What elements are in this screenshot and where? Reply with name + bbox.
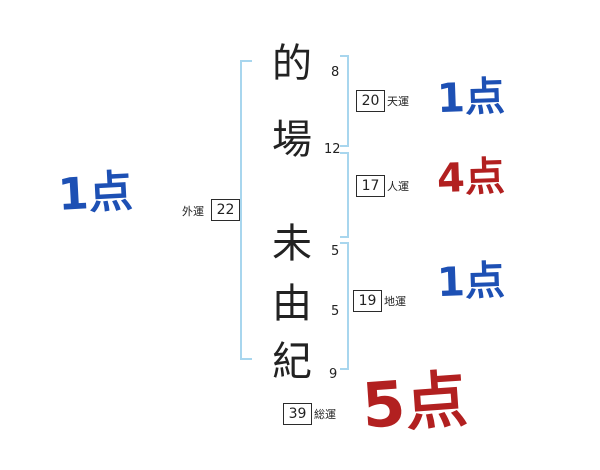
gai-fortune-box: 22	[211, 199, 240, 221]
gai-bracket	[240, 60, 252, 360]
stroke-count-3: 5	[331, 244, 340, 259]
stroke-count-5: 9	[329, 367, 338, 382]
stroke-count-4: 5	[331, 304, 340, 319]
name-character-1: 的	[272, 41, 312, 87]
chi-bracket	[340, 242, 349, 370]
stroke-count-1: 8	[331, 65, 340, 80]
name-character-3: 未	[272, 221, 312, 267]
jin-fortune-label: 人運	[387, 180, 409, 193]
sou-fortune-box: 39	[283, 403, 312, 425]
name-character-4: 由	[272, 281, 312, 327]
chi-fortune-box: 19	[353, 290, 382, 312]
chi-fortune-label: 地運	[384, 295, 406, 308]
ten-fortune-box: 20	[356, 90, 385, 112]
name-character-5: 紀	[272, 339, 312, 385]
jin-bracket	[340, 152, 349, 238]
jin-fortune-box: 17	[356, 175, 385, 197]
ten-bracket	[340, 55, 349, 147]
gai-score-annotation: 1点	[56, 166, 134, 221]
gai-fortune-label: 外運	[182, 205, 204, 218]
sou-score-annotation: 5点	[359, 362, 470, 443]
name-character-2: 場	[272, 117, 312, 163]
stroke-count-2: 12	[324, 142, 341, 157]
jin-score-annotation: 4点	[436, 153, 506, 203]
sou-fortune-label: 総運	[314, 408, 336, 421]
ten-score-annotation: 1点	[436, 73, 506, 123]
ten-fortune-label: 天運	[387, 95, 409, 108]
chi-score-annotation: 1点	[436, 257, 506, 307]
